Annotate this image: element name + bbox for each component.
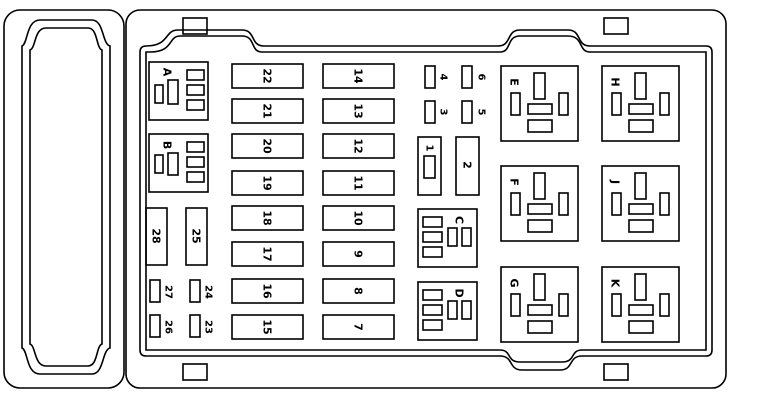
fuse-label-4: 4 xyxy=(438,74,449,81)
fuse-17: 17 xyxy=(231,241,304,267)
module-label-c: C xyxy=(453,216,466,224)
fuse-label-6: 6 xyxy=(476,74,487,81)
fuse-15: 15 xyxy=(231,314,304,340)
fuse-label-3: 3 xyxy=(438,109,449,116)
relay-f: F xyxy=(500,165,579,242)
fuse-5: 5 xyxy=(461,100,487,124)
mount-tab-top-right xyxy=(603,17,629,35)
fuse-label-23: 23 xyxy=(203,320,214,334)
mount-tab-bottom-right xyxy=(603,363,629,381)
mount-tab-bottom-left xyxy=(182,363,208,381)
fuse-label-19: 19 xyxy=(261,175,274,190)
fuse-label-17: 17 xyxy=(261,246,274,261)
fuse-24: 24 xyxy=(189,279,214,303)
relay-j: J xyxy=(601,165,680,242)
fuse-20: 20 xyxy=(231,133,304,159)
module-a: A xyxy=(148,61,209,121)
fuse-label-11: 11 xyxy=(352,175,365,190)
module-b: B xyxy=(148,133,209,193)
fuse-label-12: 12 xyxy=(352,138,365,153)
fuse-11: 11 xyxy=(322,170,395,196)
module-c: C xyxy=(417,208,478,268)
fuse-10: 10 xyxy=(322,205,395,231)
mount-tab-top-left xyxy=(182,17,208,35)
fuse-label-1: 1 xyxy=(424,145,435,152)
module-label-b: B xyxy=(161,141,174,149)
fuse-3: 3 xyxy=(424,100,449,124)
module-label-a: A xyxy=(161,68,174,77)
fuse-19: 19 xyxy=(231,170,304,196)
fuse-label-16: 16 xyxy=(261,283,274,299)
fuse-label-26: 26 xyxy=(163,320,174,334)
fuse-7: 7 xyxy=(322,314,395,340)
fuse-18: 18 xyxy=(231,205,304,231)
fuse-label-20: 20 xyxy=(261,138,274,154)
fuse-12: 12 xyxy=(322,133,395,159)
fuse-2: 2 xyxy=(455,136,480,196)
fuse-6: 6 xyxy=(461,65,487,89)
fuse-9: 9 xyxy=(322,241,395,267)
relay-label-h: H xyxy=(609,77,622,86)
fuse-23: 23 xyxy=(189,314,214,338)
relay-g: G xyxy=(500,266,579,343)
fuse-28: 28 xyxy=(145,207,168,266)
fuse-label-24: 24 xyxy=(203,285,214,299)
fuse-label-25: 25 xyxy=(190,228,203,243)
relay-e: E xyxy=(500,65,579,142)
fuse-1: 1 xyxy=(417,136,442,196)
fuse-27: 27 xyxy=(149,279,174,303)
fuse-22: 22 xyxy=(231,63,304,89)
relay-label-f: F xyxy=(508,178,521,186)
fuse-label-8: 8 xyxy=(352,287,365,295)
module-d: D xyxy=(417,281,478,341)
relay-h: H xyxy=(601,65,680,142)
fuse-label-22: 22 xyxy=(261,68,274,83)
fuse-label-27: 27 xyxy=(163,285,174,299)
fuse-label-9: 9 xyxy=(352,250,365,258)
fuse-label-7: 7 xyxy=(352,323,365,331)
fuse-25: 25 xyxy=(185,207,208,266)
relay-label-e: E xyxy=(508,78,521,86)
fuse-label-21: 21 xyxy=(261,103,274,118)
fuse-21: 21 xyxy=(231,98,304,124)
fuse-14: 14 xyxy=(322,63,395,89)
fuse-label-10: 10 xyxy=(352,210,365,226)
relay-label-k: K xyxy=(609,279,622,288)
relay-label-j: J xyxy=(609,179,622,184)
fuse-8: 8 xyxy=(322,278,395,304)
fuse-13: 13 xyxy=(322,98,395,124)
relay-k: K xyxy=(601,266,680,343)
fuse-label-14: 14 xyxy=(352,68,365,84)
fuse-label-15: 15 xyxy=(261,319,274,334)
fuse-label-2: 2 xyxy=(461,161,474,169)
fuse-label-13: 13 xyxy=(352,103,365,118)
fuse-label-5: 5 xyxy=(476,109,487,116)
left-cover xyxy=(3,9,125,389)
fuse-4: 4 xyxy=(424,65,449,89)
fuse-16: 16 xyxy=(231,278,304,304)
fuse-26: 26 xyxy=(149,314,174,338)
fuse-label-18: 18 xyxy=(261,210,274,225)
module-label-d: D xyxy=(453,288,466,297)
relay-label-g: G xyxy=(508,278,521,287)
fuse-label-28: 28 xyxy=(150,228,163,243)
